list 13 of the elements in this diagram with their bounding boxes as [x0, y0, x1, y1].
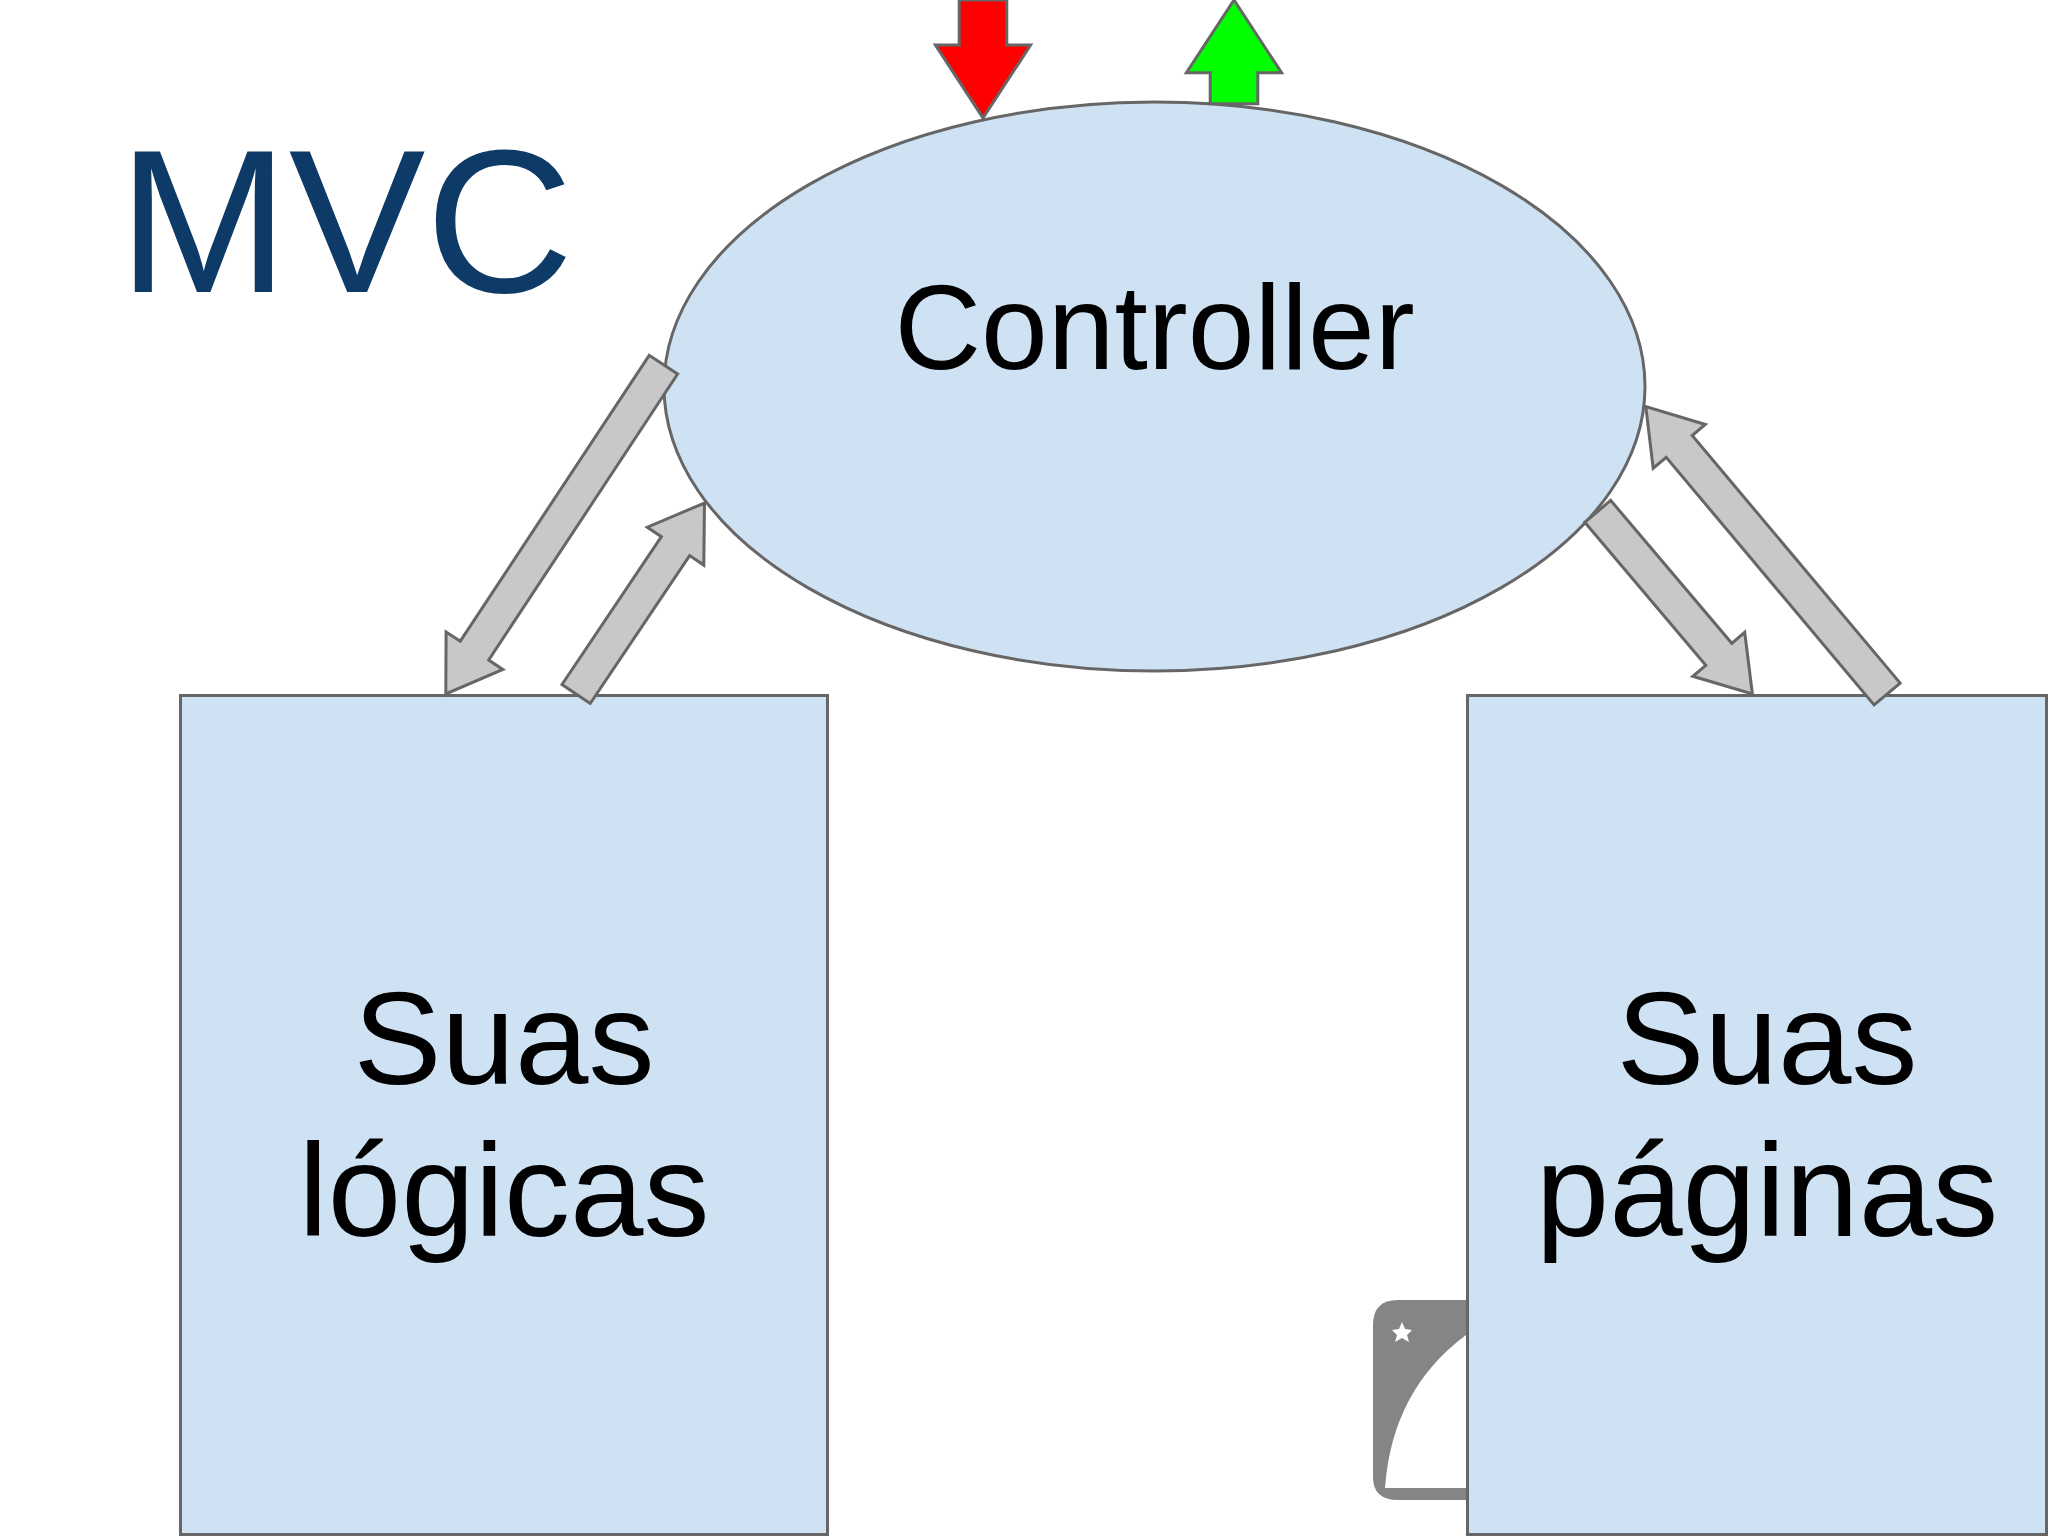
- block-arrow: [932, 0, 1034, 121]
- node-label: Controller: [894, 258, 1415, 396]
- node-label: Suas lógicas: [297, 964, 711, 1266]
- node-label: Suas páginas: [1534, 964, 2000, 1266]
- component-box: [179, 694, 829, 1536]
- block-arrow: [444, 353, 680, 697]
- block-arrow: [1582, 498, 1755, 697]
- title: MVC: [118, 118, 574, 323]
- block-arrow: [1183, 0, 1285, 106]
- component-box: [1466, 694, 2048, 1536]
- controller-ellipse: [662, 100, 1647, 673]
- block-arrow: [1644, 404, 1903, 707]
- block-arrow: [559, 500, 707, 706]
